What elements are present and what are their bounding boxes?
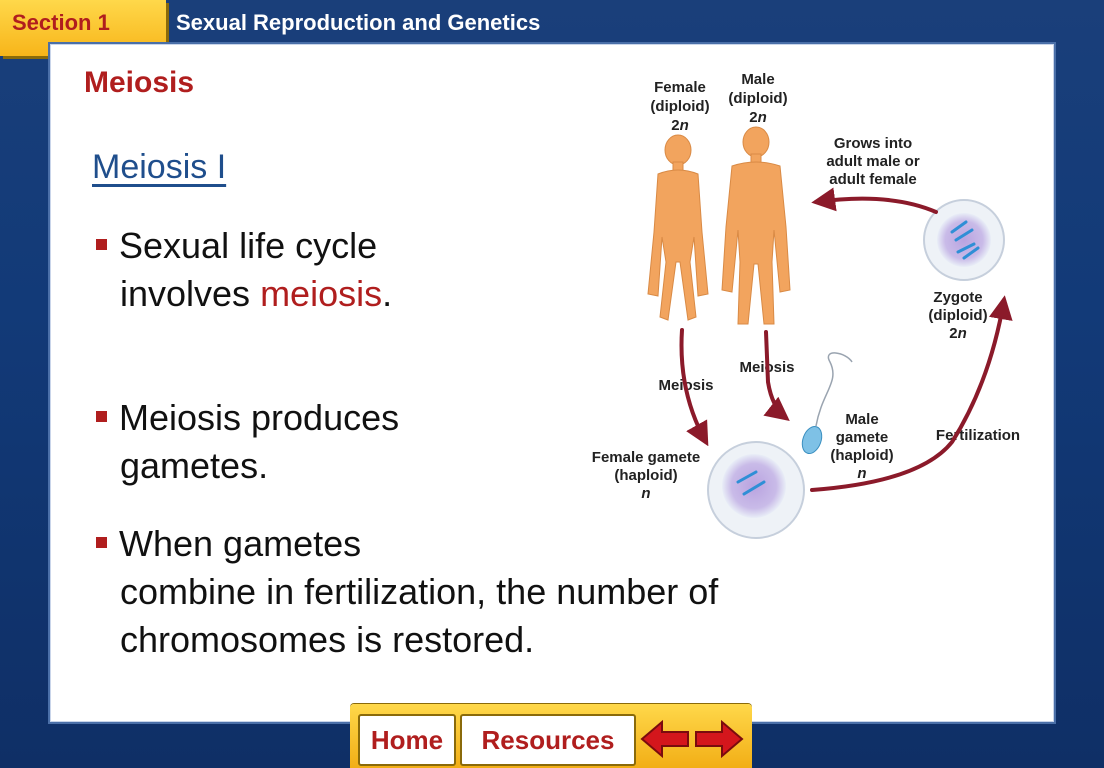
bullet-3-line3: chromosomes is restored.	[120, 619, 535, 660]
bullet-3: When gametes combine in fertilization, t…	[96, 520, 718, 664]
female-gamete-n: n	[641, 485, 650, 502]
bullet-1-line2: involves meiosis.	[96, 270, 392, 318]
meiosis-right-arrow	[763, 330, 790, 421]
male-figure	[721, 126, 791, 325]
female-gamete-cell	[707, 441, 805, 539]
previous-arrow-icon[interactable]	[640, 718, 690, 760]
bullet-3-line1: When gametes	[119, 523, 362, 564]
zygote-ploidy: (diploid)	[928, 307, 987, 324]
female-gamete-line1: Female gamete	[592, 449, 700, 466]
male-title: Male	[741, 71, 774, 88]
grows-line2: adult male or	[826, 153, 920, 170]
male-gamete-line2: gamete	[836, 429, 889, 446]
meiosis-left-arrow	[679, 328, 709, 447]
bullet-2-line1: Meiosis produces	[119, 397, 400, 438]
male-ploidy: (diploid)	[728, 90, 787, 107]
slide-topic: Meiosis	[84, 66, 195, 99]
zygote-cell	[923, 199, 1005, 281]
female-n: 2n	[671, 117, 689, 134]
zygote-title: Zygote	[933, 289, 982, 306]
bullet-3-line2: combine in fertilization, the number of	[120, 571, 719, 612]
grows-arrow	[811, 187, 938, 214]
male-gamete-line3: (haploid)	[830, 447, 893, 464]
bullet-square-icon	[96, 411, 107, 422]
bullet-1-text: involves	[120, 273, 261, 314]
content-panel	[48, 42, 1056, 724]
female-title: Female	[654, 79, 706, 96]
bullet-2: Meiosis produces gametes.	[96, 394, 399, 490]
cycle-arrows	[679, 187, 1013, 492]
male-gamete-n: n	[857, 465, 866, 482]
male-n: 2n	[749, 109, 767, 126]
bullet-square-icon	[96, 537, 107, 548]
bullet-square-icon	[96, 239, 107, 250]
bullet-2-line2: gametes.	[120, 445, 269, 486]
bullet-1-period: .	[382, 273, 393, 314]
bullet-1-line1: Sexual life cycle	[119, 225, 378, 266]
male-gamete-line1: Male	[845, 411, 878, 428]
chapter-title: Sexual Reproduction and Genetics	[176, 10, 541, 35]
section-label: Section 1	[12, 10, 110, 35]
fertilization-label: Fertilization	[936, 427, 1020, 444]
sexual-life-cycle-diagram: Female (diploid) 2n Male (diploid) 2n Gr…	[592, 71, 1020, 539]
female-ploidy: (diploid)	[650, 98, 709, 115]
slide-subhead: Meiosis I	[92, 148, 227, 186]
female-figure	[647, 134, 709, 321]
bullet-1: Sexual life cycle involves meiosis.	[96, 222, 392, 318]
zygote-n: 2n	[949, 325, 967, 342]
fertilization-arrow	[810, 295, 1013, 492]
home-button[interactable]: Home	[358, 714, 456, 766]
sperm-cell	[801, 352, 853, 455]
bullet-1-highlight: meiosis	[260, 273, 383, 314]
bottom-nav-bar: Home Resources	[350, 704, 752, 768]
next-arrow-icon[interactable]	[694, 718, 744, 760]
grows-line3: adult female	[829, 171, 917, 188]
grows-line1: Grows into	[834, 135, 912, 152]
female-gamete-line2: (haploid)	[614, 467, 677, 484]
resources-button[interactable]: Resources	[460, 714, 636, 766]
